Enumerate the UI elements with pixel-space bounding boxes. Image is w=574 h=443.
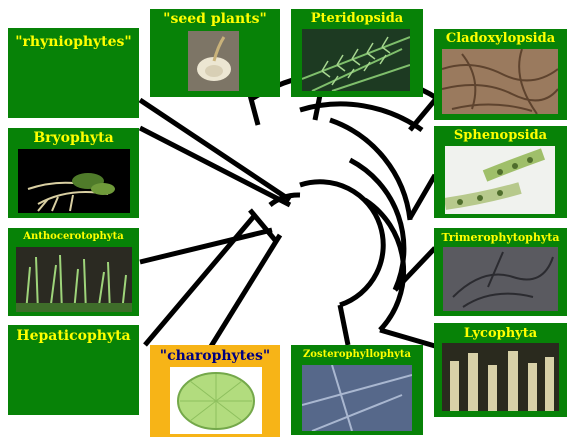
taxon-label: Sphenopsida (453, 128, 548, 143)
fern-frond-photo (302, 29, 410, 91)
branch-anthocerotophyta (139, 227, 273, 265)
branch-rhyniophytes (138, 97, 292, 203)
moss-photo (18, 149, 130, 213)
tree-arc-5 (363, 197, 407, 332)
branch-pteridopsida (312, 94, 323, 121)
taxon-label: Pteridopsida (310, 11, 404, 26)
taxon-label: Zosterophyllophyta (302, 349, 412, 360)
green-alga-photo (170, 367, 262, 434)
taxon-hepaticophyta: Hepaticophyta (8, 325, 139, 415)
taxon-label: Hepaticophyta (16, 328, 131, 344)
branch-inner (248, 208, 277, 242)
branch-seed-plants (247, 94, 261, 126)
branch-zosterophyllophyta (337, 304, 351, 346)
taxon-label: Lycophyta (463, 326, 538, 341)
taxon-anthocerotophyta: Anthocerotophyta (8, 228, 139, 316)
clubmoss-photo (442, 343, 559, 411)
taxon-label: Trimerophytophyta (441, 231, 560, 244)
seedling-photo (188, 31, 239, 91)
taxon-sphenopsida: Sphenopsida (434, 126, 567, 218)
taxon-trimerophytophyta: Trimerophytophyta (434, 228, 567, 316)
branch-bryophyta (138, 125, 292, 208)
taxon-bryophyta: Bryophyta (8, 128, 139, 218)
taxon-zosterophyllophyta: Zosterophyllophyta (291, 345, 423, 435)
branch-charophytes (207, 233, 283, 350)
taxon-label: Anthocerotophyta (23, 231, 124, 242)
taxon-lycophyta: Lycophyta (434, 323, 567, 417)
taxon-seed-plants: "seed plants" (150, 9, 280, 97)
branch-hepaticophyta (143, 213, 257, 347)
tree-arc-6 (299, 179, 386, 308)
taxon-label: "rhyniophytes" (15, 34, 132, 50)
fossil-slab-photo (443, 247, 558, 311)
horsetail-cone-photo (445, 146, 555, 214)
branch-sphenopsida (407, 173, 438, 220)
tree-arc-3 (329, 117, 413, 221)
branch-trimerophytophyta (393, 246, 437, 292)
hornwort-photo (16, 247, 132, 312)
tree-arc-2 (299, 101, 424, 133)
branch-cladoxylopsida (408, 98, 437, 132)
taxon-rhyniophytes: "rhyniophytes" (8, 28, 139, 118)
taxon-label: Cladoxylopsida (445, 31, 556, 46)
branch-lycophyta (379, 327, 436, 349)
taxon-label: Bryophyta (33, 130, 114, 146)
taxon-label: "charophytes" (159, 348, 271, 364)
taxon-pteridopsida: Pteridopsida (291, 9, 423, 97)
taxon-cladoxylopsida: Cladoxylopsida (434, 29, 567, 120)
taxon-label: "seed plants" (163, 11, 267, 27)
taxon-charophytes: "charophytes" (150, 345, 280, 437)
fossil-axes-photo (302, 365, 412, 431)
fossil-stem-photo (442, 49, 558, 114)
